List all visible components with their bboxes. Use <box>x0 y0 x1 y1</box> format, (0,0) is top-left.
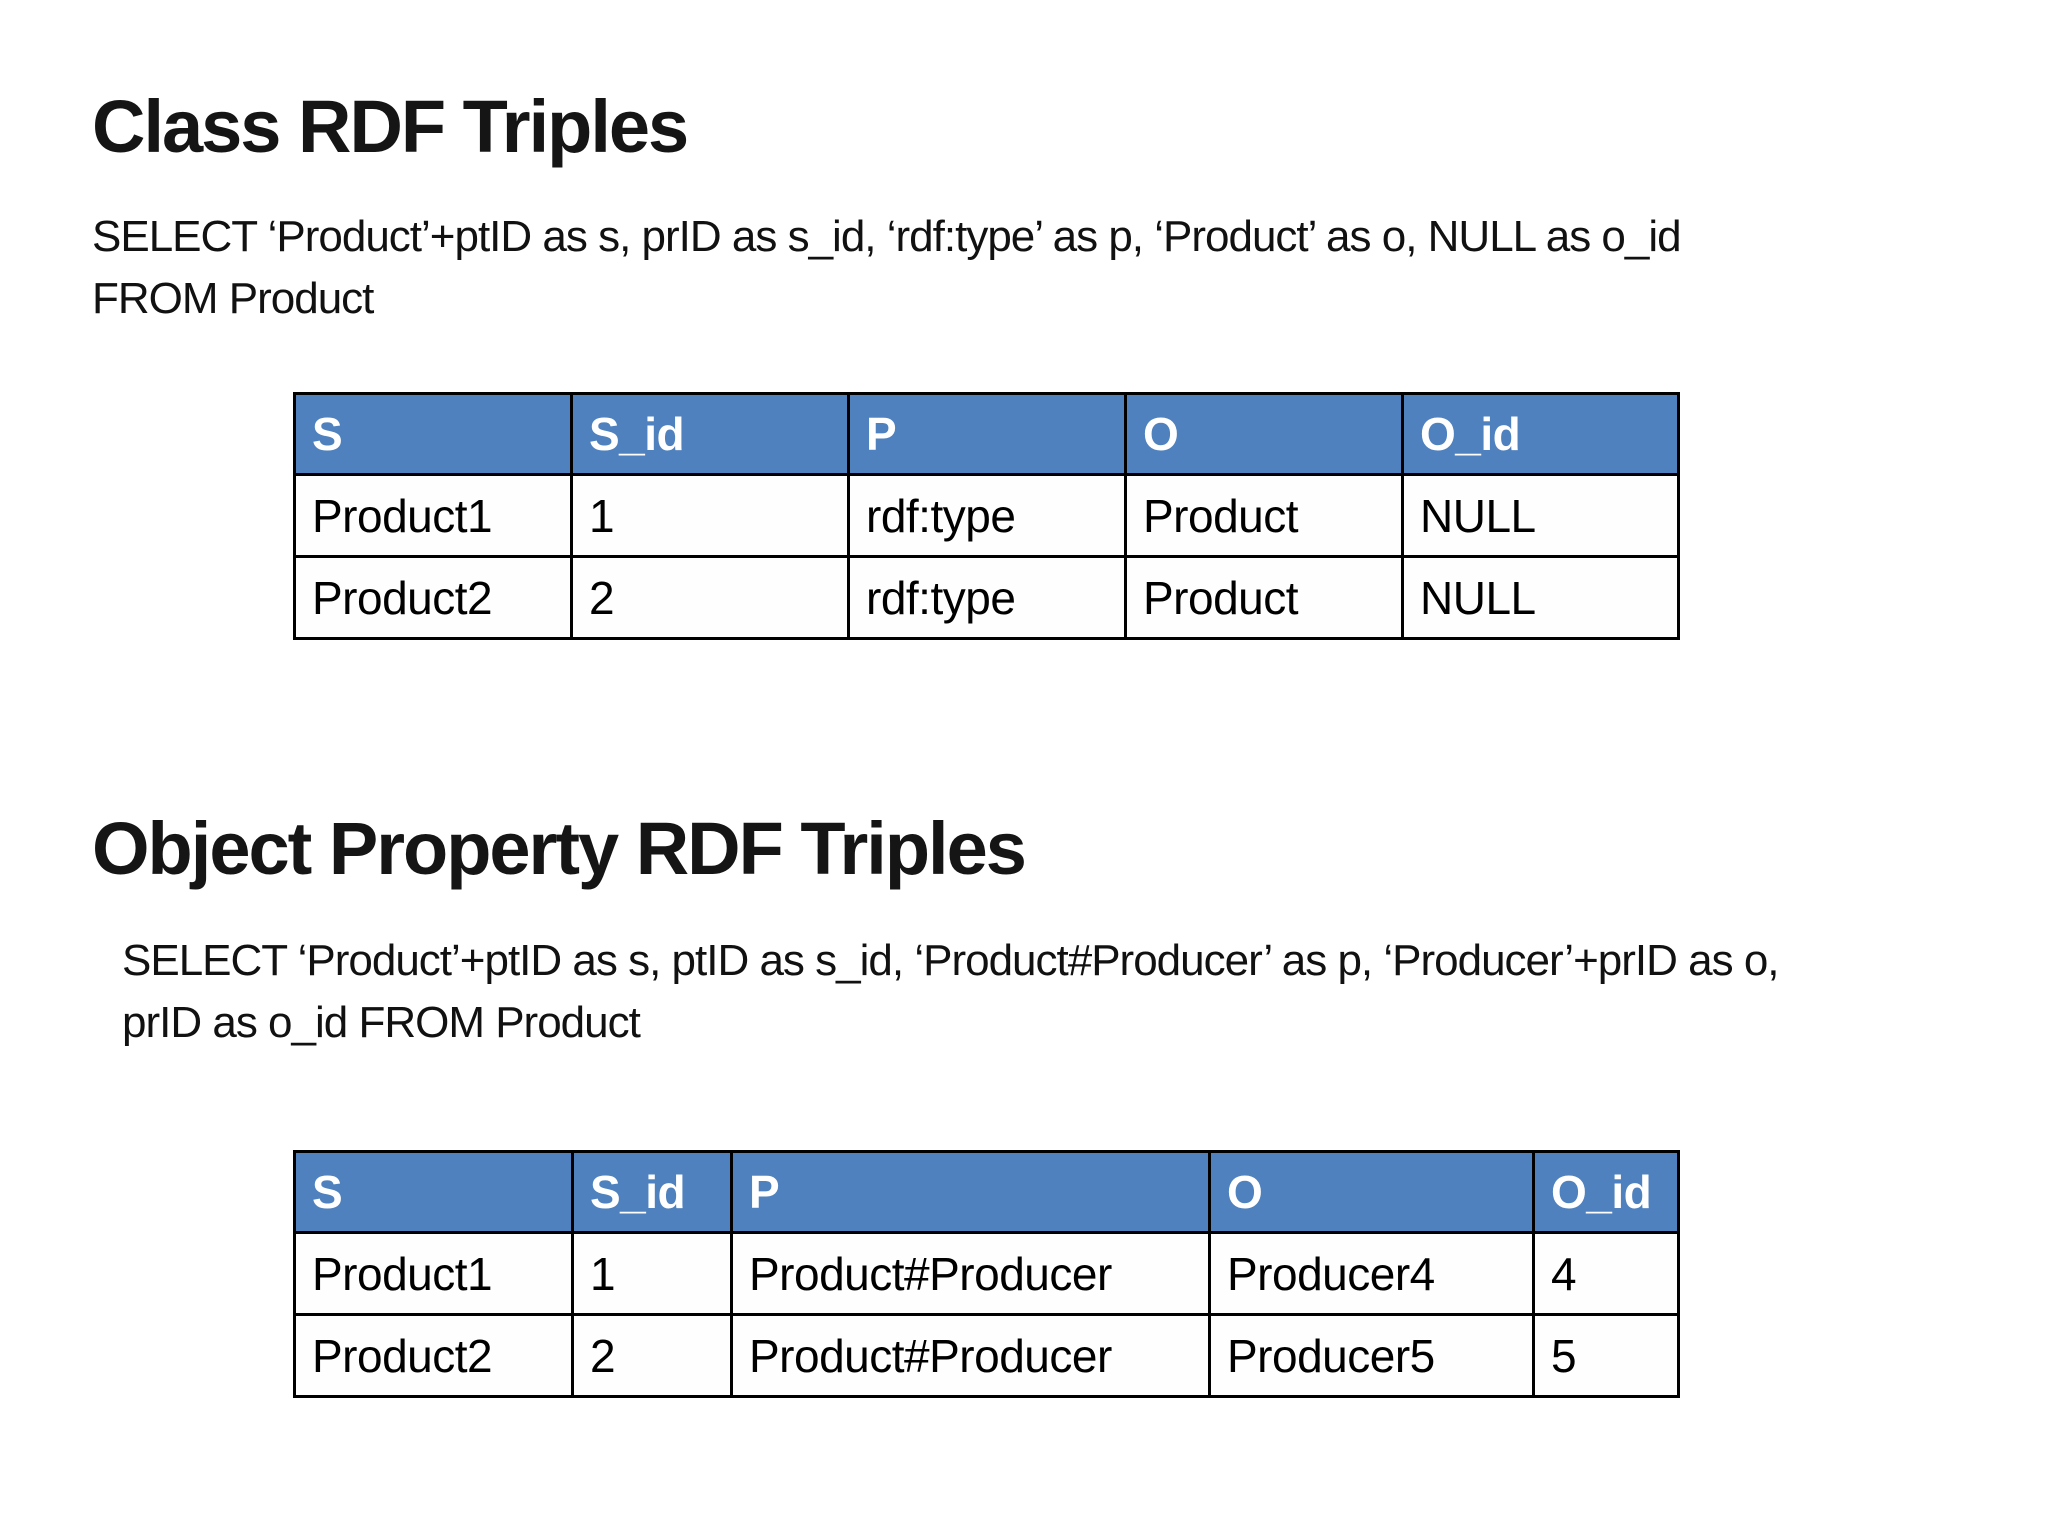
table-row: Product2 2 Product#Producer Producer5 5 <box>293 1313 1680 1398</box>
table-cell: Product2 <box>293 1313 574 1398</box>
table-row: Product1 1 rdf:type Product NULL <box>293 473 1680 558</box>
sql-statement-class-triples: SELECT ‘Product’+ptID as s, prID as s_id… <box>92 212 1682 323</box>
column-header-s-id: S_id <box>571 1150 733 1234</box>
table-cell: Producer4 <box>1208 1231 1535 1316</box>
table-cell: Product1 <box>293 1231 574 1316</box>
column-header-p: P <box>730 1150 1211 1234</box>
table-cell: Product#Producer <box>730 1313 1211 1398</box>
table-cell: NULL <box>1401 473 1680 558</box>
table-cell: rdf:type <box>847 555 1127 640</box>
section-title-object-property-rdf-triples: Object Property RDF Triples <box>92 807 1027 890</box>
table-cell: Product <box>1124 473 1404 558</box>
table-header-row: S S_id P O O_id <box>293 392 1680 476</box>
column-header-o: O <box>1208 1150 1535 1234</box>
table-cell: NULL <box>1401 555 1680 640</box>
column-header-o-id: O_id <box>1532 1150 1680 1234</box>
table-cell: Producer5 <box>1208 1313 1535 1398</box>
table-cell: 1 <box>570 473 850 558</box>
table-cell: 2 <box>571 1313 733 1398</box>
column-header-s-id: S_id <box>570 392 850 476</box>
table-row: Product1 1 Product#Producer Producer4 4 <box>293 1231 1680 1316</box>
table-cell: Product1 <box>293 473 573 558</box>
column-header-o-id: O_id <box>1401 392 1680 476</box>
table-cell: Product <box>1124 555 1404 640</box>
sql-statement-object-property-triples: SELECT ‘Product’+ptID as s, ptID as s_id… <box>122 936 1780 1047</box>
object-property-rdf-triples-table: S S_id P O O_id Product1 1 Product#Produ… <box>293 1150 1680 1398</box>
table-cell: 5 <box>1532 1313 1680 1398</box>
table-cell: 2 <box>570 555 850 640</box>
column-header-s: S <box>293 1150 574 1234</box>
section-title-class-rdf-triples: Class RDF Triples <box>92 85 689 168</box>
table-header-row: S S_id P O O_id <box>293 1150 1680 1234</box>
table-cell: 1 <box>571 1231 733 1316</box>
table-cell: rdf:type <box>847 473 1127 558</box>
table-cell: Product#Producer <box>730 1231 1211 1316</box>
column-header-p: P <box>847 392 1127 476</box>
table-cell: Product2 <box>293 555 573 640</box>
table-row: Product2 2 rdf:type Product NULL <box>293 555 1680 640</box>
column-header-o: O <box>1124 392 1404 476</box>
table-cell: 4 <box>1532 1231 1680 1316</box>
column-header-s: S <box>293 392 573 476</box>
class-rdf-triples-table: S S_id P O O_id Product1 1 rdf:type Prod… <box>293 392 1680 640</box>
